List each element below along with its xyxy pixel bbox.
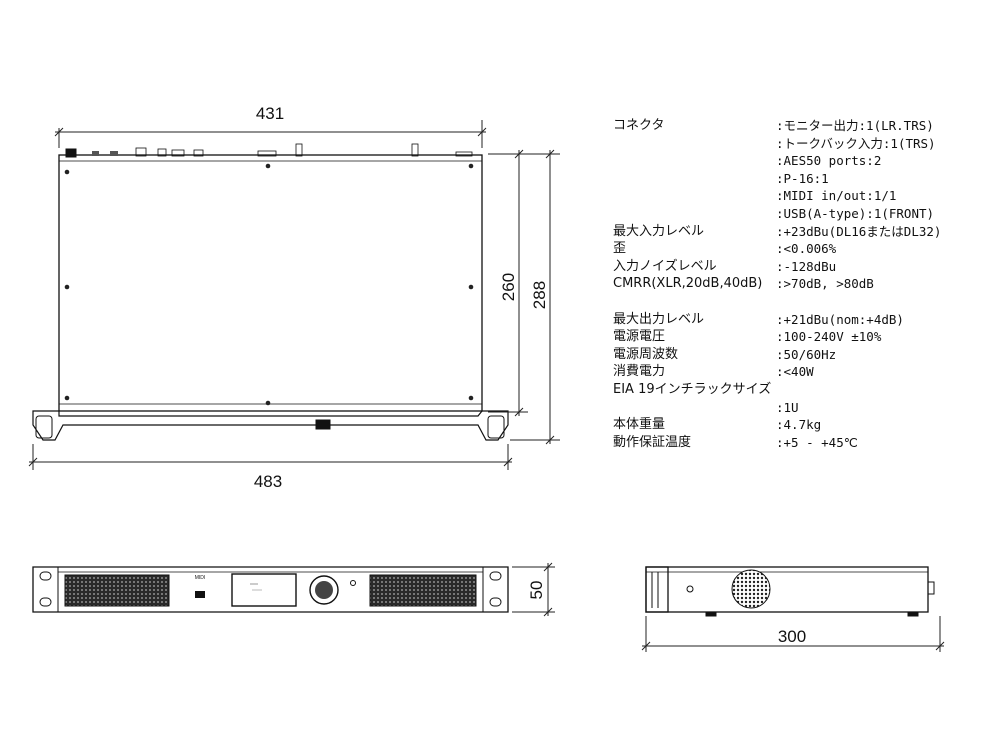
spec-value: :1U: [776, 399, 799, 415]
usb-port: [195, 591, 205, 598]
dim-height: [512, 562, 555, 617]
front-usb-label: MIDI: [195, 575, 206, 581]
spec-table: コネクタ :モニター出力:1(LR.TRS) :トークバック入力:1(TRS) :AE…: [613, 117, 998, 451]
spec-row: 電源周波数 :50/60Hz: [613, 346, 998, 364]
chassis-screws: [64, 163, 474, 406]
dim-overall-width-label: 483: [254, 472, 282, 491]
dim-depth-outer-label: 288: [530, 281, 549, 309]
spec-label: 最大入力レベル: [613, 223, 705, 239]
dim-top-width-label: 431: [256, 104, 284, 123]
spec-label: 本体重量: [613, 417, 666, 433]
spec-row: 最大入力レベル :+23dBu(DL16またはDL32): [613, 223, 998, 241]
spec-value: :P-16:1: [776, 170, 829, 186]
spec-row: :トークバック入力:1(TRS): [613, 135, 998, 153]
spec-value: :トークバック入力:1(TRS): [776, 135, 936, 151]
spec-row: 最大出力レベル :+21dBu(nom:+4dB): [613, 311, 998, 329]
spec-value: :モニター出力:1(LR.TRS): [776, 118, 934, 133]
side-view: 300: [641, 566, 945, 652]
dim-height-label: 50: [527, 581, 546, 600]
spec-label: 最大出力レベル: [613, 311, 705, 327]
spec-row: 本体重量 :4.7kg: [613, 416, 998, 434]
spec-label: 入力ノイズレベル: [613, 258, 717, 274]
spec-row: 歪 :<0.006%: [613, 240, 998, 258]
front-display: [231, 573, 297, 607]
spec-row: 動作保証温度 :+5 - +45℃: [613, 434, 998, 452]
spec-label: 電源周波数: [613, 346, 679, 362]
spec-value: :AES50 ports:2: [776, 153, 882, 169]
spec-spacer: [613, 293, 998, 311]
spec-value: :-128dBu: [776, 258, 837, 274]
spec-row: EIA 19インチラックサイズ: [613, 381, 998, 399]
spec-row: 電源電圧 :100-240V ±10%: [613, 328, 998, 346]
front-grille-left: [64, 574, 170, 607]
spec-value: :50/60Hz: [776, 346, 837, 362]
spec-row: コネクタ :モニター出力:1(LR.TRS): [613, 117, 998, 135]
spec-value: :>70dB, >80dB: [776, 276, 874, 292]
spec-value: :4.7kg: [776, 417, 822, 433]
front-view: MIDI 50: [32, 562, 555, 617]
spec-label: 歪: [613, 241, 627, 257]
spec-value: :MIDI in/out:1/1: [776, 188, 897, 204]
spec-value: :+5 - +45℃: [776, 434, 858, 450]
dim-overall-width: [28, 444, 513, 470]
spec-label: 消費電力: [613, 364, 666, 380]
dim-depth-inner-label: 260: [499, 273, 518, 301]
top-view: 431: [28, 104, 560, 491]
spec-value: :<40W: [776, 364, 814, 380]
spec-label: CMRR(XLR,20dB,40dB): [613, 276, 763, 292]
front-grille-right: [369, 574, 477, 607]
spec-label: コネクタ: [613, 118, 665, 133]
dim-depth-outer: [510, 149, 560, 445]
dim-top-width: [54, 120, 487, 148]
spec-row: :P-16:1: [613, 170, 998, 188]
chassis-top: [32, 143, 509, 441]
spec-row: :1U: [613, 399, 998, 417]
spec-row: :AES50 ports:2: [613, 152, 998, 170]
spec-row: 入力ノイズレベル :-128dBu: [613, 258, 998, 276]
spec-label: 電源電圧: [613, 329, 666, 345]
dim-side-depth: [641, 616, 945, 652]
spec-label: 動作保証温度: [613, 434, 692, 450]
dim-side-depth-label: 300: [778, 627, 806, 646]
spec-row: 消費電力 :<40W: [613, 363, 998, 381]
spec-value: :100-240V ±10%: [776, 329, 882, 345]
spec-row: :MIDI in/out:1/1: [613, 187, 998, 205]
spec-value: :+23dBu(DL16またはDL32): [776, 223, 942, 239]
spec-row: :USB(A-type):1(FRONT): [613, 205, 998, 223]
spec-label: EIA 19インチラックサイズ: [613, 381, 772, 397]
spec-row: CMRR(XLR,20dB,40dB) :>70dB, >80dB: [613, 275, 998, 293]
spec-value: :USB(A-type):1(FRONT): [776, 205, 935, 221]
fan-grille: [731, 569, 771, 609]
spec-value: :<0.006%: [776, 241, 837, 257]
spec-value: :+21dBu(nom:+4dB): [776, 311, 904, 327]
